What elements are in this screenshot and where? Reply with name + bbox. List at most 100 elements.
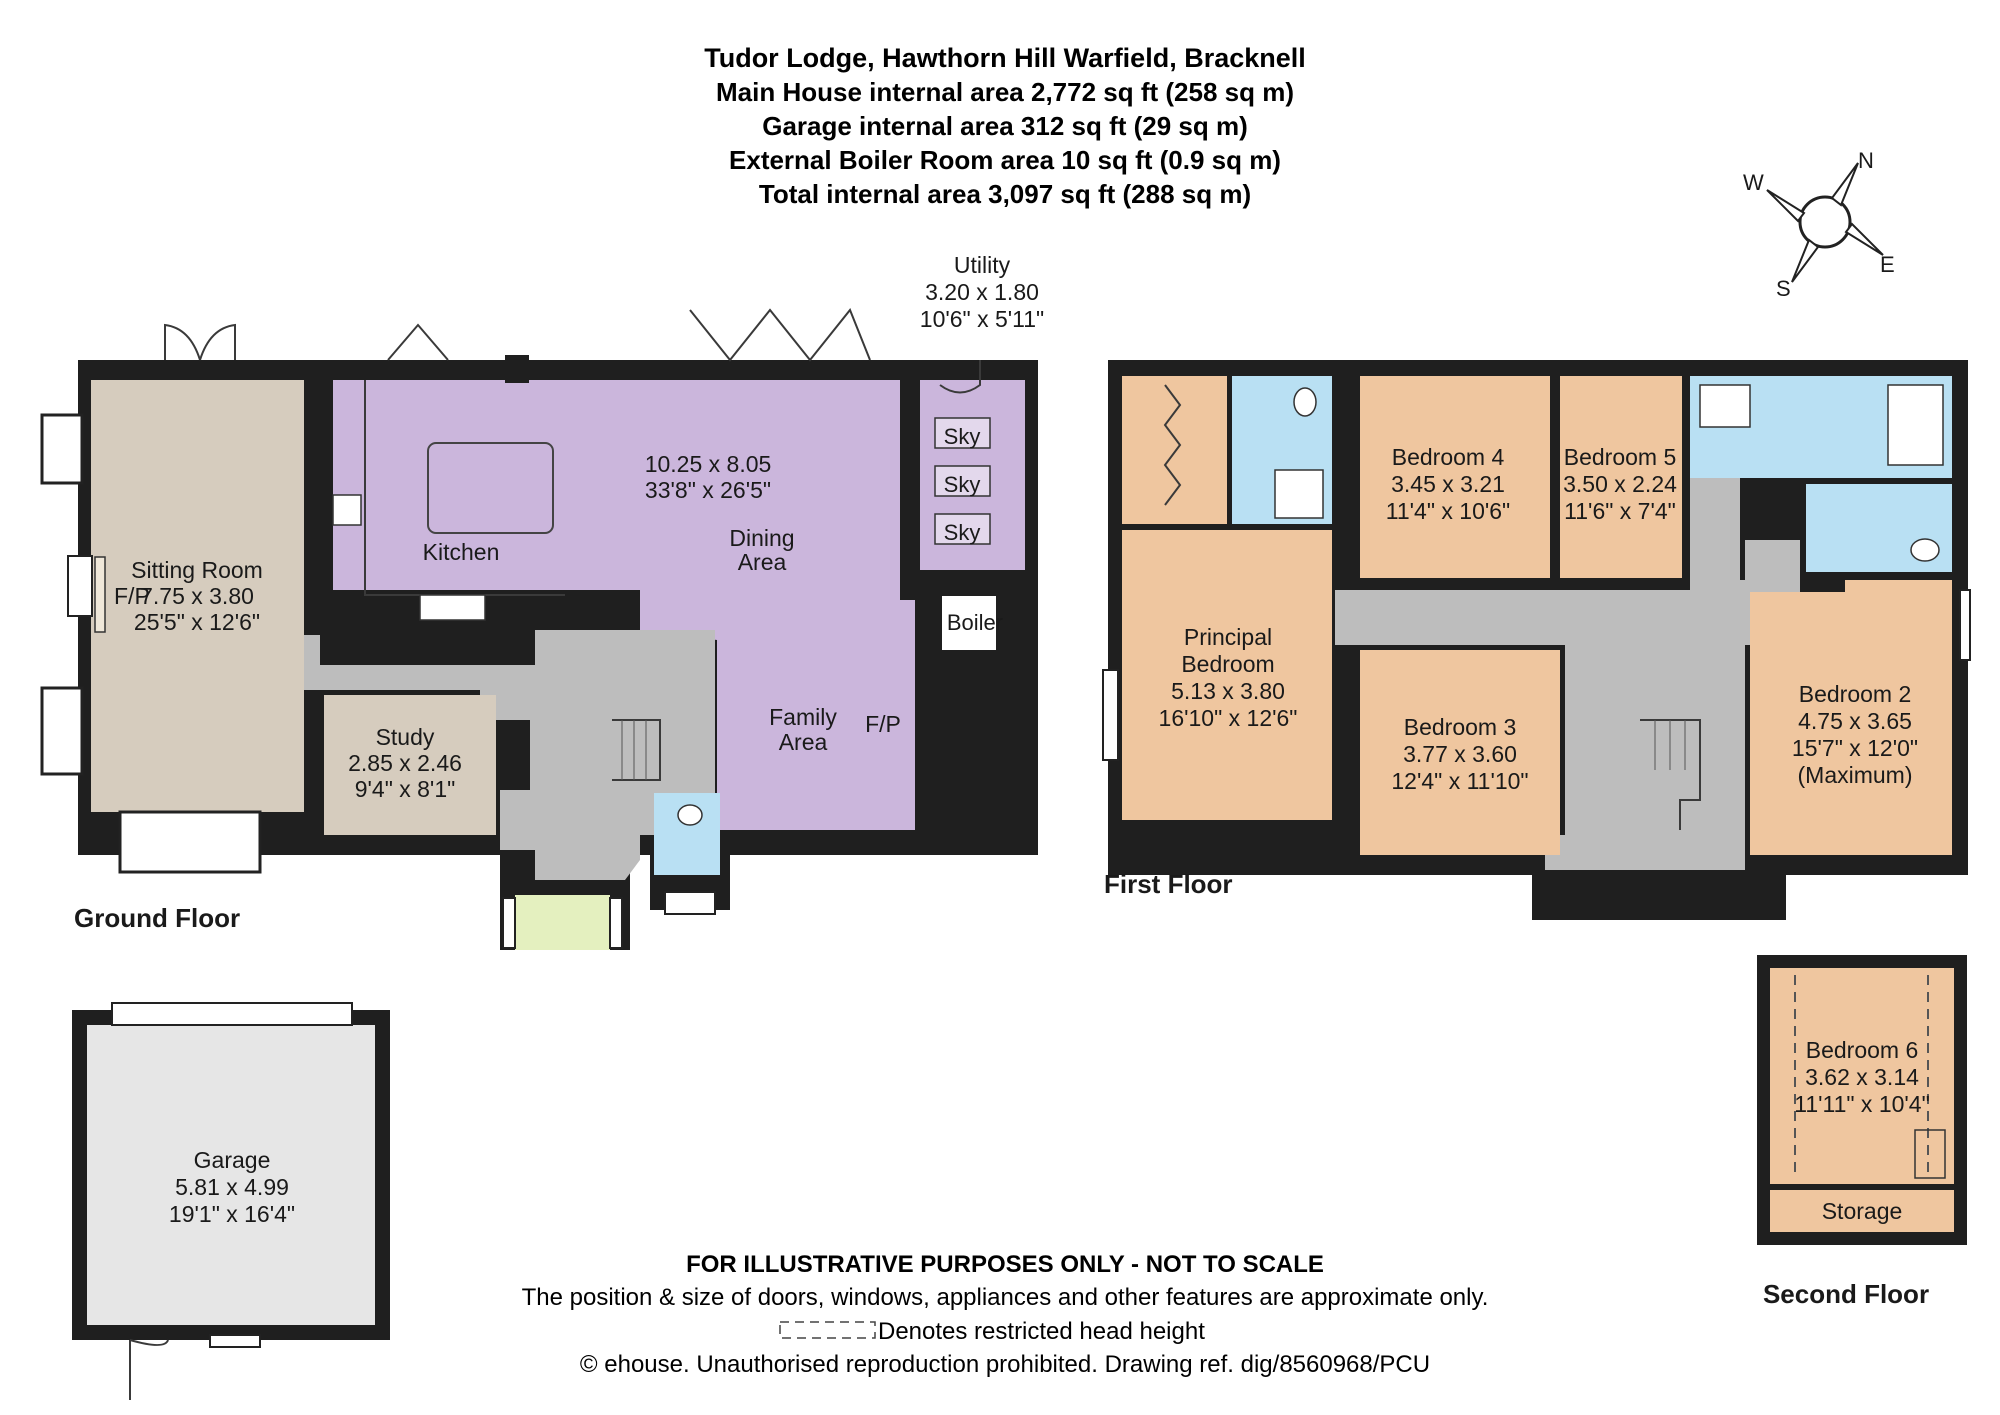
bedroom-3-imperial: 12'4" x 11'10" bbox=[1391, 768, 1528, 794]
bedroom-2-metric: 4.75 x 3.65 bbox=[1798, 708, 1912, 734]
principal-bedroom-metric: 5.13 x 3.80 bbox=[1171, 678, 1285, 704]
staircase-icon bbox=[612, 719, 661, 781]
study-label: Study bbox=[376, 724, 435, 750]
bedroom-6-imperial: 11'11" x 10'4" bbox=[1794, 1091, 1930, 1117]
bedroom-4-label: Bedroom 4 bbox=[1392, 444, 1505, 470]
bifold-door-icon bbox=[387, 323, 449, 361]
landing bbox=[1335, 478, 1745, 870]
toilet-icon bbox=[677, 804, 703, 826]
kitchen-worktop bbox=[364, 380, 565, 596]
bedroom-2-imperial: 15'7" x 12'0" bbox=[1792, 735, 1918, 761]
door-swing-icon bbox=[939, 360, 981, 394]
sitting-room-imperial: 25'5" x 12'6" bbox=[134, 609, 260, 635]
compass-w: W bbox=[1743, 170, 1764, 195]
kitchen-label: Kitchen bbox=[423, 539, 500, 565]
legend-text: Denotes restricted head height bbox=[878, 1318, 1205, 1345]
boiler-room bbox=[934, 588, 1004, 658]
toilet-icon bbox=[1293, 387, 1317, 417]
second-floor-label: Second Floor bbox=[1763, 1279, 1929, 1309]
bedroom-3 bbox=[1360, 650, 1560, 855]
principal-bedroom-label: Bedroom bbox=[1181, 651, 1274, 677]
utility-imperial: 10'6" x 5'11" bbox=[920, 306, 1044, 332]
staircase-icon bbox=[1640, 719, 1701, 830]
window-icon bbox=[40, 413, 84, 485]
shower-icon bbox=[1274, 469, 1324, 519]
garage-area: Garage internal area 312 sq ft (29 sq m) bbox=[762, 111, 1248, 141]
wardrobe-icon bbox=[1163, 384, 1182, 506]
bedroom-2-note: (Maximum) bbox=[1798, 762, 1913, 788]
study-metric: 2.85 x 2.46 bbox=[348, 750, 462, 776]
property-title: Tudor Lodge, Hawthorn Hill Warfield, Bra… bbox=[704, 43, 1306, 73]
skylight-label: Sky bbox=[944, 472, 981, 497]
hob-icon bbox=[332, 494, 362, 526]
fireplace-icon bbox=[94, 556, 106, 633]
dressing-area bbox=[1122, 376, 1227, 524]
shower-icon bbox=[1699, 384, 1751, 428]
skylight-icon bbox=[934, 465, 991, 497]
window-icon bbox=[209, 1334, 261, 1348]
bedroom-4-metric: 3.45 x 3.21 bbox=[1391, 471, 1505, 497]
copyright: © ehouse. Unauthorised reproduction proh… bbox=[580, 1351, 1430, 1378]
garage-metric: 5.81 x 4.99 bbox=[175, 1174, 289, 1200]
boiler-label: Boiler bbox=[947, 610, 1003, 635]
sitting-room-fireplace: F/P bbox=[114, 583, 150, 609]
compass-e: E bbox=[1880, 252, 1895, 277]
sink-icon bbox=[419, 594, 486, 621]
utility-metric: 3.20 x 1.80 bbox=[925, 279, 1039, 305]
family-area-label: Family bbox=[769, 704, 837, 730]
hallway bbox=[304, 630, 715, 880]
window-icon bbox=[502, 897, 516, 949]
window-icon bbox=[664, 891, 716, 915]
bedroom-4-imperial: 11'4" x 10'6" bbox=[1386, 498, 1510, 524]
footer: FOR ILLUSTRATIVE PURPOSES ONLY - NOT TO … bbox=[522, 1251, 1489, 1378]
study-imperial: 9'4" x 8'1" bbox=[355, 776, 456, 802]
bedroom-2-label: Bedroom 2 bbox=[1799, 681, 1912, 707]
sitting-room bbox=[91, 380, 304, 812]
bath-icon bbox=[1887, 384, 1944, 466]
garage-imperial: 19'1" x 16'4" bbox=[169, 1201, 295, 1227]
first-floor-label: First Floor bbox=[1104, 869, 1233, 899]
dining-area-label: Dining bbox=[729, 525, 794, 551]
window-icon bbox=[118, 810, 262, 874]
bifold-door-icon bbox=[689, 308, 871, 362]
ground-floor: Sky Sky Sky Sitting Room 7.75 x 3.80 25'… bbox=[40, 252, 1044, 950]
bedroom-6-label: Bedroom 6 bbox=[1806, 1037, 1919, 1063]
window-icon bbox=[67, 555, 93, 617]
kitchen-metric: 10.25 x 8.05 bbox=[645, 451, 772, 477]
sitting-room-metric: 7.75 x 3.80 bbox=[140, 583, 254, 609]
garage-door-icon bbox=[111, 1002, 353, 1026]
bedroom-2 bbox=[1750, 580, 1952, 855]
kitchen-imperial: 33'8" x 26'5" bbox=[645, 477, 771, 503]
toilet-icon bbox=[1910, 538, 1940, 562]
principal-bedroom-label: Principal bbox=[1184, 624, 1272, 650]
bedroom-5-metric: 3.50 x 2.24 bbox=[1563, 471, 1677, 497]
storage-label: Storage bbox=[1822, 1198, 1903, 1224]
bedroom-5-label: Bedroom 5 bbox=[1564, 444, 1677, 470]
principal-bedroom-imperial: 16'10" x 12'6" bbox=[1159, 705, 1298, 731]
second-floor: Bedroom 6 3.62 x 3.14 11'11" x 10'4" Sto… bbox=[1757, 955, 1967, 1309]
compass-s: S bbox=[1776, 276, 1791, 301]
main-house-area: Main House internal area 2,772 sq ft (25… bbox=[716, 77, 1294, 107]
kitchen-island bbox=[427, 442, 554, 534]
restricted-height-legend-icon bbox=[779, 1321, 876, 1339]
garage-room bbox=[87, 1025, 375, 1325]
entrance-porch bbox=[515, 895, 610, 950]
disclaimer: FOR ILLUSTRATIVE PURPOSES ONLY - NOT TO … bbox=[686, 1251, 1324, 1278]
storage-room bbox=[1770, 1190, 1954, 1232]
boiler-room-area: External Boiler Room area 10 sq ft (0.9 … bbox=[729, 145, 1281, 175]
staircase-icon bbox=[1914, 1129, 1946, 1179]
bedroom-4 bbox=[1360, 376, 1550, 578]
window-icon bbox=[609, 897, 623, 949]
compass-n: N bbox=[1858, 148, 1874, 173]
french-door-icon bbox=[164, 323, 236, 361]
bedroom-5-imperial: 11'6" x 7'4" bbox=[1564, 498, 1676, 524]
window-icon bbox=[1102, 669, 1119, 761]
principal-bedroom bbox=[1122, 530, 1332, 820]
family-area-label: Area bbox=[779, 729, 828, 755]
skylight-label: Sky bbox=[944, 424, 981, 449]
bedroom-6-metric: 3.62 x 3.14 bbox=[1805, 1064, 1919, 1090]
study-room bbox=[324, 695, 496, 835]
dining-area-label: Area bbox=[738, 549, 787, 575]
bedroom-3-label: Bedroom 3 bbox=[1404, 714, 1517, 740]
